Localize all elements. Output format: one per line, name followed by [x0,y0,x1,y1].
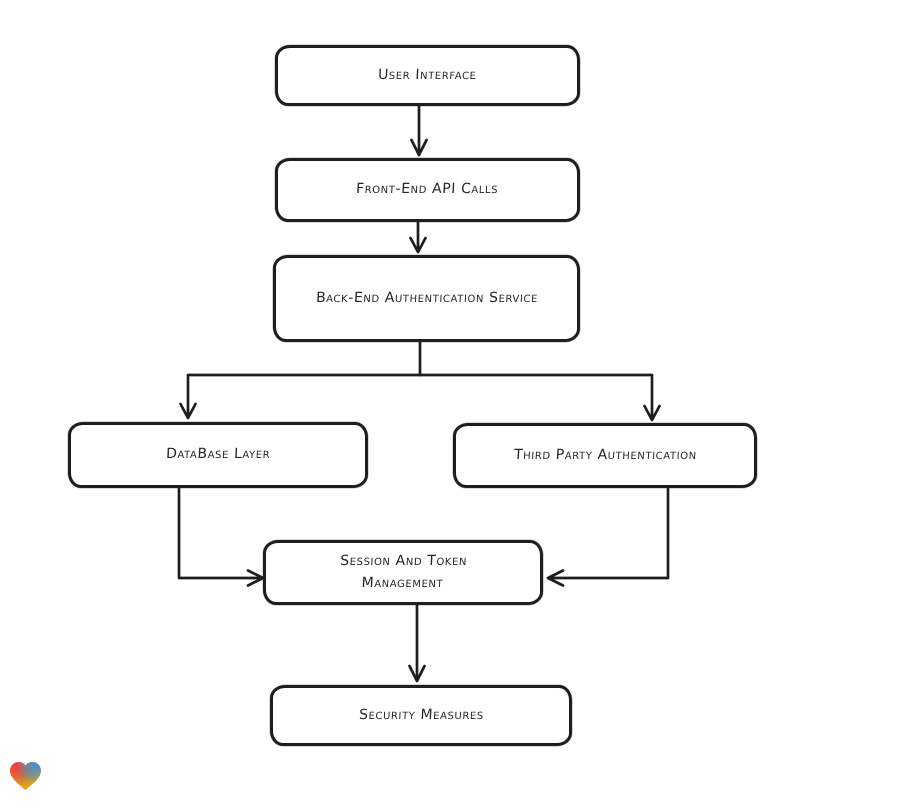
arrowhead-down-icon [410,138,428,157]
node-database-layer[interactable]: DataBase Layer [68,422,368,488]
arrowhead-down-icon [409,236,427,254]
heart-logo[interactable] [10,761,41,792]
edge-session-token-to-security-measures [408,601,426,683]
node-frontend-api-calls[interactable]: Front-End API Calls [275,158,580,222]
edge-backend-auth-to-database-layer [179,338,422,420]
node-label: Session And Token Management [339,552,468,591]
node-session-token-management[interactable]: Session And Token Management [263,540,543,605]
edge-third-party-to-session-token [546,482,670,587]
node-security-measures[interactable]: Security Measures [270,685,572,746]
node-backend-auth-service[interactable]: Back-End Authentication Service [273,255,580,342]
arrowhead-left-icon [546,569,565,587]
edge-database-layer-to-session-token [177,484,265,587]
node-user-interface[interactable]: User Interface [275,45,580,106]
arrowhead-down-icon [643,404,661,422]
node-label: DataBase Layer [165,446,271,463]
edge-frontend-api-to-backend-auth [409,218,427,254]
node-label: Front-End API Calls [356,181,500,198]
node-label: User Interface [377,66,478,83]
heart-icon [10,761,41,791]
arrowhead-down-icon [408,664,426,683]
node-label: Security Measures [358,706,484,723]
edge-backend-auth-to-third-party [418,373,661,422]
node-label: Back-End Authentication Service [315,289,538,306]
edge-user-interface-to-frontend-api [410,101,428,157]
arrowhead-down-icon [179,402,197,420]
node-third-party-auth[interactable]: Third Party Authentication [453,423,757,488]
node-label: Third Party Authentication [513,446,697,463]
